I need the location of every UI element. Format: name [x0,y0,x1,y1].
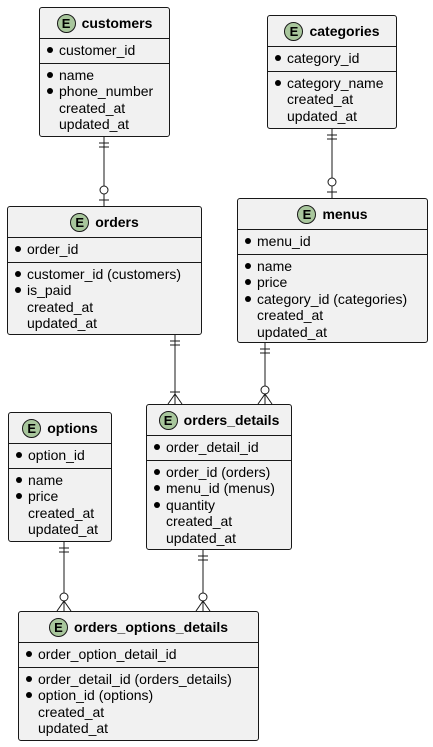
field: updated_at [27,315,98,331]
entity-orders-options-details: E orders_options_details order_option_de… [18,611,259,741]
key-section: order_id [8,237,201,262]
entity-header: E orders_details [147,405,291,435]
key-field: order_id [8,241,201,258]
field: created_at [27,298,94,315]
key-section: menu_id [238,229,427,254]
field: price [238,274,427,291]
field: category_id (categories) [238,291,427,308]
field: option_id (options) [19,687,258,704]
key-field: order_option_detail_id [19,646,258,663]
field: created_at [28,504,95,521]
key-field: option_id [9,447,111,464]
field-section: order_id (orders) menu_id (menus) quanti… [147,459,291,551]
field: quantity [147,497,291,514]
entity-badge-icon: E [56,13,76,33]
key-section: option_id [9,443,111,468]
entity-menus: E menus menu_id name price category_id (… [237,198,428,343]
field: menu_id (menus) [147,480,291,497]
entity-orders-details: E orders_details order_detail_id order_i… [146,404,292,550]
rel-menus-orders-details [257,343,273,405]
entity-header: E options [9,413,111,443]
field: order_detail_id (orders_details) [19,671,258,688]
entity-header: E orders_options_details [19,612,258,642]
field: name [238,258,427,275]
field: created_at [59,99,126,116]
entity-header: E menus [238,199,427,229]
field: name [9,472,111,489]
entity-customers: E customers customer_id name phone_numbe… [39,7,170,137]
field-section: name price created_at updated_at [9,467,111,542]
field: updated_at [38,720,109,736]
field-section: category_name created_at updated_at [268,70,396,129]
entity-title: orders_details [183,412,280,428]
key-field: menu_id [238,233,427,250]
key-section: order_option_detail_id [19,642,258,667]
rel-customers-orders [99,137,109,206]
entity-header: E orders [8,207,201,237]
entity-badge-icon: E [48,617,68,637]
key-field: order_detail_id [147,439,291,456]
field-section: name phone_number created_at updated_at [40,62,169,137]
field: order_id (orders) [147,464,291,481]
entity-title: orders [95,214,139,230]
key-section: customer_id [40,38,169,63]
field: is_paid [8,282,201,299]
field: category_name [268,75,396,92]
rel-orders-details-orders-options-details [195,550,211,612]
field: price [9,488,111,505]
field: created_at [166,513,233,529]
entity-options: E options option_id name price created_a… [8,412,112,542]
entity-categories: E categories category_id category_name c… [267,15,397,129]
field: phone_number [40,83,169,100]
key-section: order_detail_id [147,435,291,460]
key-field: customer_id [40,42,169,59]
key-section: category_id [268,46,396,71]
key-field: category_id [268,50,396,67]
entity-title: orders_options_details [73,619,229,635]
entity-title: categories [309,23,380,39]
field: customer_id (customers) [8,266,201,283]
rel-orders-orders-details [167,335,183,405]
entity-badge-icon: E [22,418,42,438]
rel-options-orders-options-details [56,542,72,612]
field-section: order_detail_id (orders_details) option_… [19,666,258,741]
field-section: name price category_id (categories) crea… [238,253,427,345]
field-section: customer_id (customers) is_paid created_… [8,261,201,336]
entity-title: options [47,420,98,436]
field: created_at [38,703,105,720]
field: created_at [287,91,354,107]
field: updated_at [28,521,99,537]
field: updated_at [257,323,328,340]
rel-categories-menus [327,129,337,198]
entity-badge-icon: E [158,410,178,430]
field: updated_at [59,116,130,132]
entity-title: menus [322,206,368,222]
entity-badge-icon: E [284,21,304,41]
field: name [40,67,169,84]
field: updated_at [166,529,237,546]
entity-header: E categories [268,16,396,46]
field: updated_at [287,107,358,124]
field: created_at [257,307,324,323]
entity-title: customers [81,15,153,31]
entity-badge-icon: E [297,204,317,224]
entity-orders: E orders order_id customer_id (customers… [7,206,202,335]
entity-header: E customers [40,8,169,38]
entity-badge-icon: E [70,212,90,232]
